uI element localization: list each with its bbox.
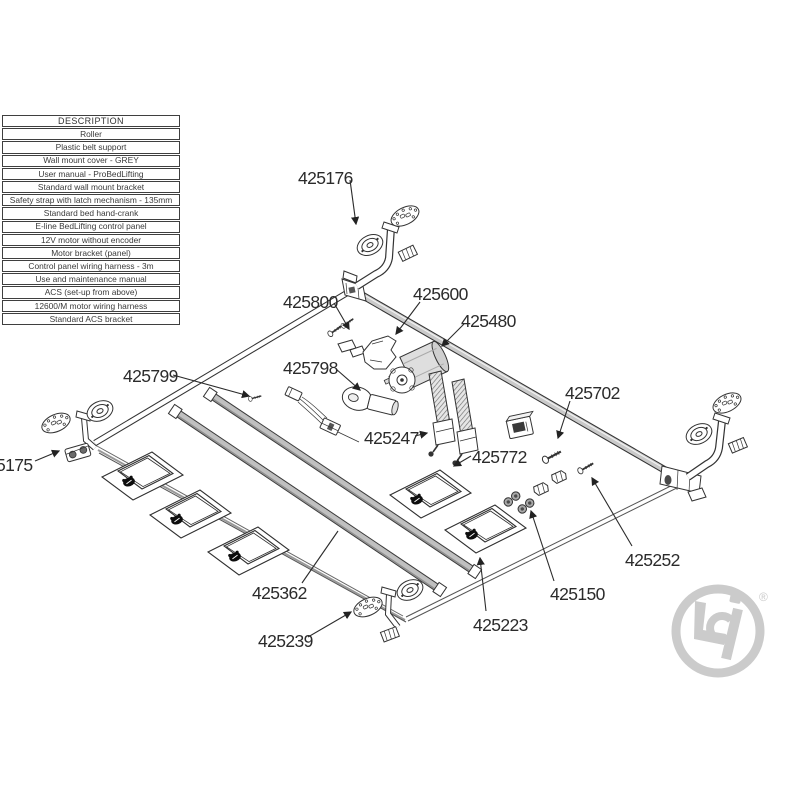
part-description-cell: Safety strap with latch mechanism - 135m… (2, 194, 180, 207)
control-panel (505, 410, 534, 440)
slide-rail (202, 386, 483, 580)
part-description-cell: Wall mount cover - GREY (2, 154, 180, 167)
lci-watermark: ® (671, 584, 768, 678)
part-description-cell: E-line BedLifting control panel (2, 220, 180, 233)
belt-clip (550, 469, 568, 485)
part-description-cell: Standard bed hand-crank (2, 207, 180, 220)
manual (149, 489, 232, 539)
part-description-cell: User manual - ProBedLifting (2, 167, 180, 180)
screw-icon (247, 392, 263, 403)
part-description-cell: ACS (set-up from above) (2, 286, 180, 299)
screw-icon (575, 459, 596, 476)
part-description-cell: 12V motor without encoder (2, 233, 180, 246)
acs-bracket (396, 244, 419, 263)
part-label-425223: 425223 (473, 615, 528, 635)
part-description-cell: Control panel wiring harness - 3m (2, 260, 180, 273)
roller-pair (515, 497, 537, 515)
manual (444, 504, 527, 554)
roller (682, 419, 716, 449)
motor-bracket (362, 335, 397, 370)
part-label-425239: 425239 (258, 631, 313, 651)
leader-lines (34, 179, 633, 638)
safety-strap (428, 370, 456, 457)
part-labels: 425176 425800 425600 425480 425798 42579… (0, 168, 680, 651)
acs-bracket (379, 625, 401, 643)
roller (353, 229, 387, 261)
acs-bracket (727, 436, 749, 455)
part-label-425247: 425247 (364, 428, 419, 448)
wall-bracket-tube (685, 412, 731, 481)
lci-logo-letter-c (706, 612, 734, 644)
corner-assembly-right (682, 388, 749, 481)
manual (207, 526, 290, 576)
part-description-cell: Plastic belt support (2, 141, 180, 154)
wall-mount-cover (38, 408, 74, 438)
lci-logo-ring (671, 584, 765, 678)
slide-rail (167, 403, 448, 598)
parts-table-header: DESCRIPTION (2, 115, 180, 128)
corner-assembly-bottom (350, 575, 427, 643)
wiring-harness (247, 386, 360, 443)
corner-assembly-left (38, 396, 117, 463)
part-label-425362: 425362 (252, 583, 307, 603)
part-label-5175: 5175 (0, 455, 33, 475)
part-label-425252: 425252 (625, 550, 680, 570)
hand-crank (341, 386, 399, 416)
lci-logo-letter-l (694, 601, 726, 645)
registered-mark: ® (759, 590, 768, 604)
part-description-cell: Roller (2, 128, 180, 141)
wall-bracket-tube (354, 221, 400, 290)
part-label-425176: 425176 (298, 168, 353, 188)
corner-assembly-top (353, 201, 423, 290)
part-description-cell: Standard ACS bracket (2, 312, 180, 325)
latch-connector (64, 442, 92, 463)
cross-tube-left (93, 287, 354, 446)
lci-logo-i-dot (729, 593, 742, 604)
part-label-425480: 425480 (461, 311, 517, 331)
part-label-425702: 425702 (565, 383, 620, 403)
part-description-cell: Standard wall mount bracket (2, 180, 180, 194)
belt-clip (532, 481, 550, 497)
wall-bracket (380, 586, 401, 629)
bed-frame (93, 270, 707, 623)
part-description-cell: 12600/M motor wiring harness (2, 299, 180, 312)
wall-bracket (75, 410, 97, 451)
part-description-cell: Motor bracket (panel) (2, 246, 180, 260)
part-description-cell: Use and maintenance manual (2, 273, 180, 286)
part-label-425600: 425600 (413, 284, 469, 304)
rail-end-fitting (659, 465, 707, 502)
roller-pair (501, 490, 523, 508)
part-label-425799: 425799 (123, 366, 178, 386)
parts-table: DESCRIPTION Roller Plastic belt support … (2, 114, 180, 326)
part-label-425800: 425800 (283, 292, 339, 312)
lci-logo-letter-i (721, 607, 743, 661)
wall-mount-cover (350, 592, 386, 622)
cross-rail-right (358, 290, 672, 477)
part-label-425798: 425798 (283, 358, 338, 378)
part-label-425150: 425150 (550, 584, 606, 604)
screw-icon (540, 447, 564, 466)
manual (389, 469, 472, 519)
part-label-425772: 425772 (472, 447, 527, 467)
frame-edge-right (405, 472, 700, 622)
